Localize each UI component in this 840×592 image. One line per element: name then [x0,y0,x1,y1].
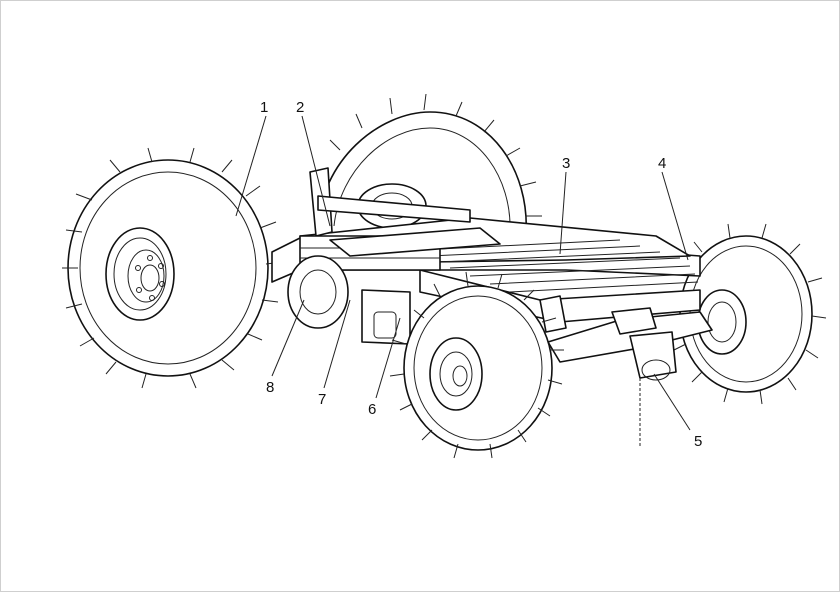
leader-8 [271,299,305,377]
callout-5: 5 [694,433,702,450]
leader-1 [235,115,267,217]
callout-2: 2 [296,99,304,116]
callout-1: 1 [260,99,268,116]
wheel-front-right [673,223,827,405]
leader-5 [653,373,691,431]
callout-8: 8 [266,379,274,396]
leader-lines [235,115,691,431]
chassis-frame [271,167,713,446]
leader-7 [323,299,351,389]
callout-7: 7 [318,391,326,408]
leader-4 [661,171,689,261]
leader-6 [375,317,401,399]
leader-2 [301,115,331,227]
callout-3: 3 [562,155,570,172]
wheel-front-left [389,271,564,459]
callout-6: 6 [368,401,376,418]
callout-4: 4 [658,155,666,172]
wheel-rear-left [62,147,283,389]
leader-3 [559,171,567,255]
